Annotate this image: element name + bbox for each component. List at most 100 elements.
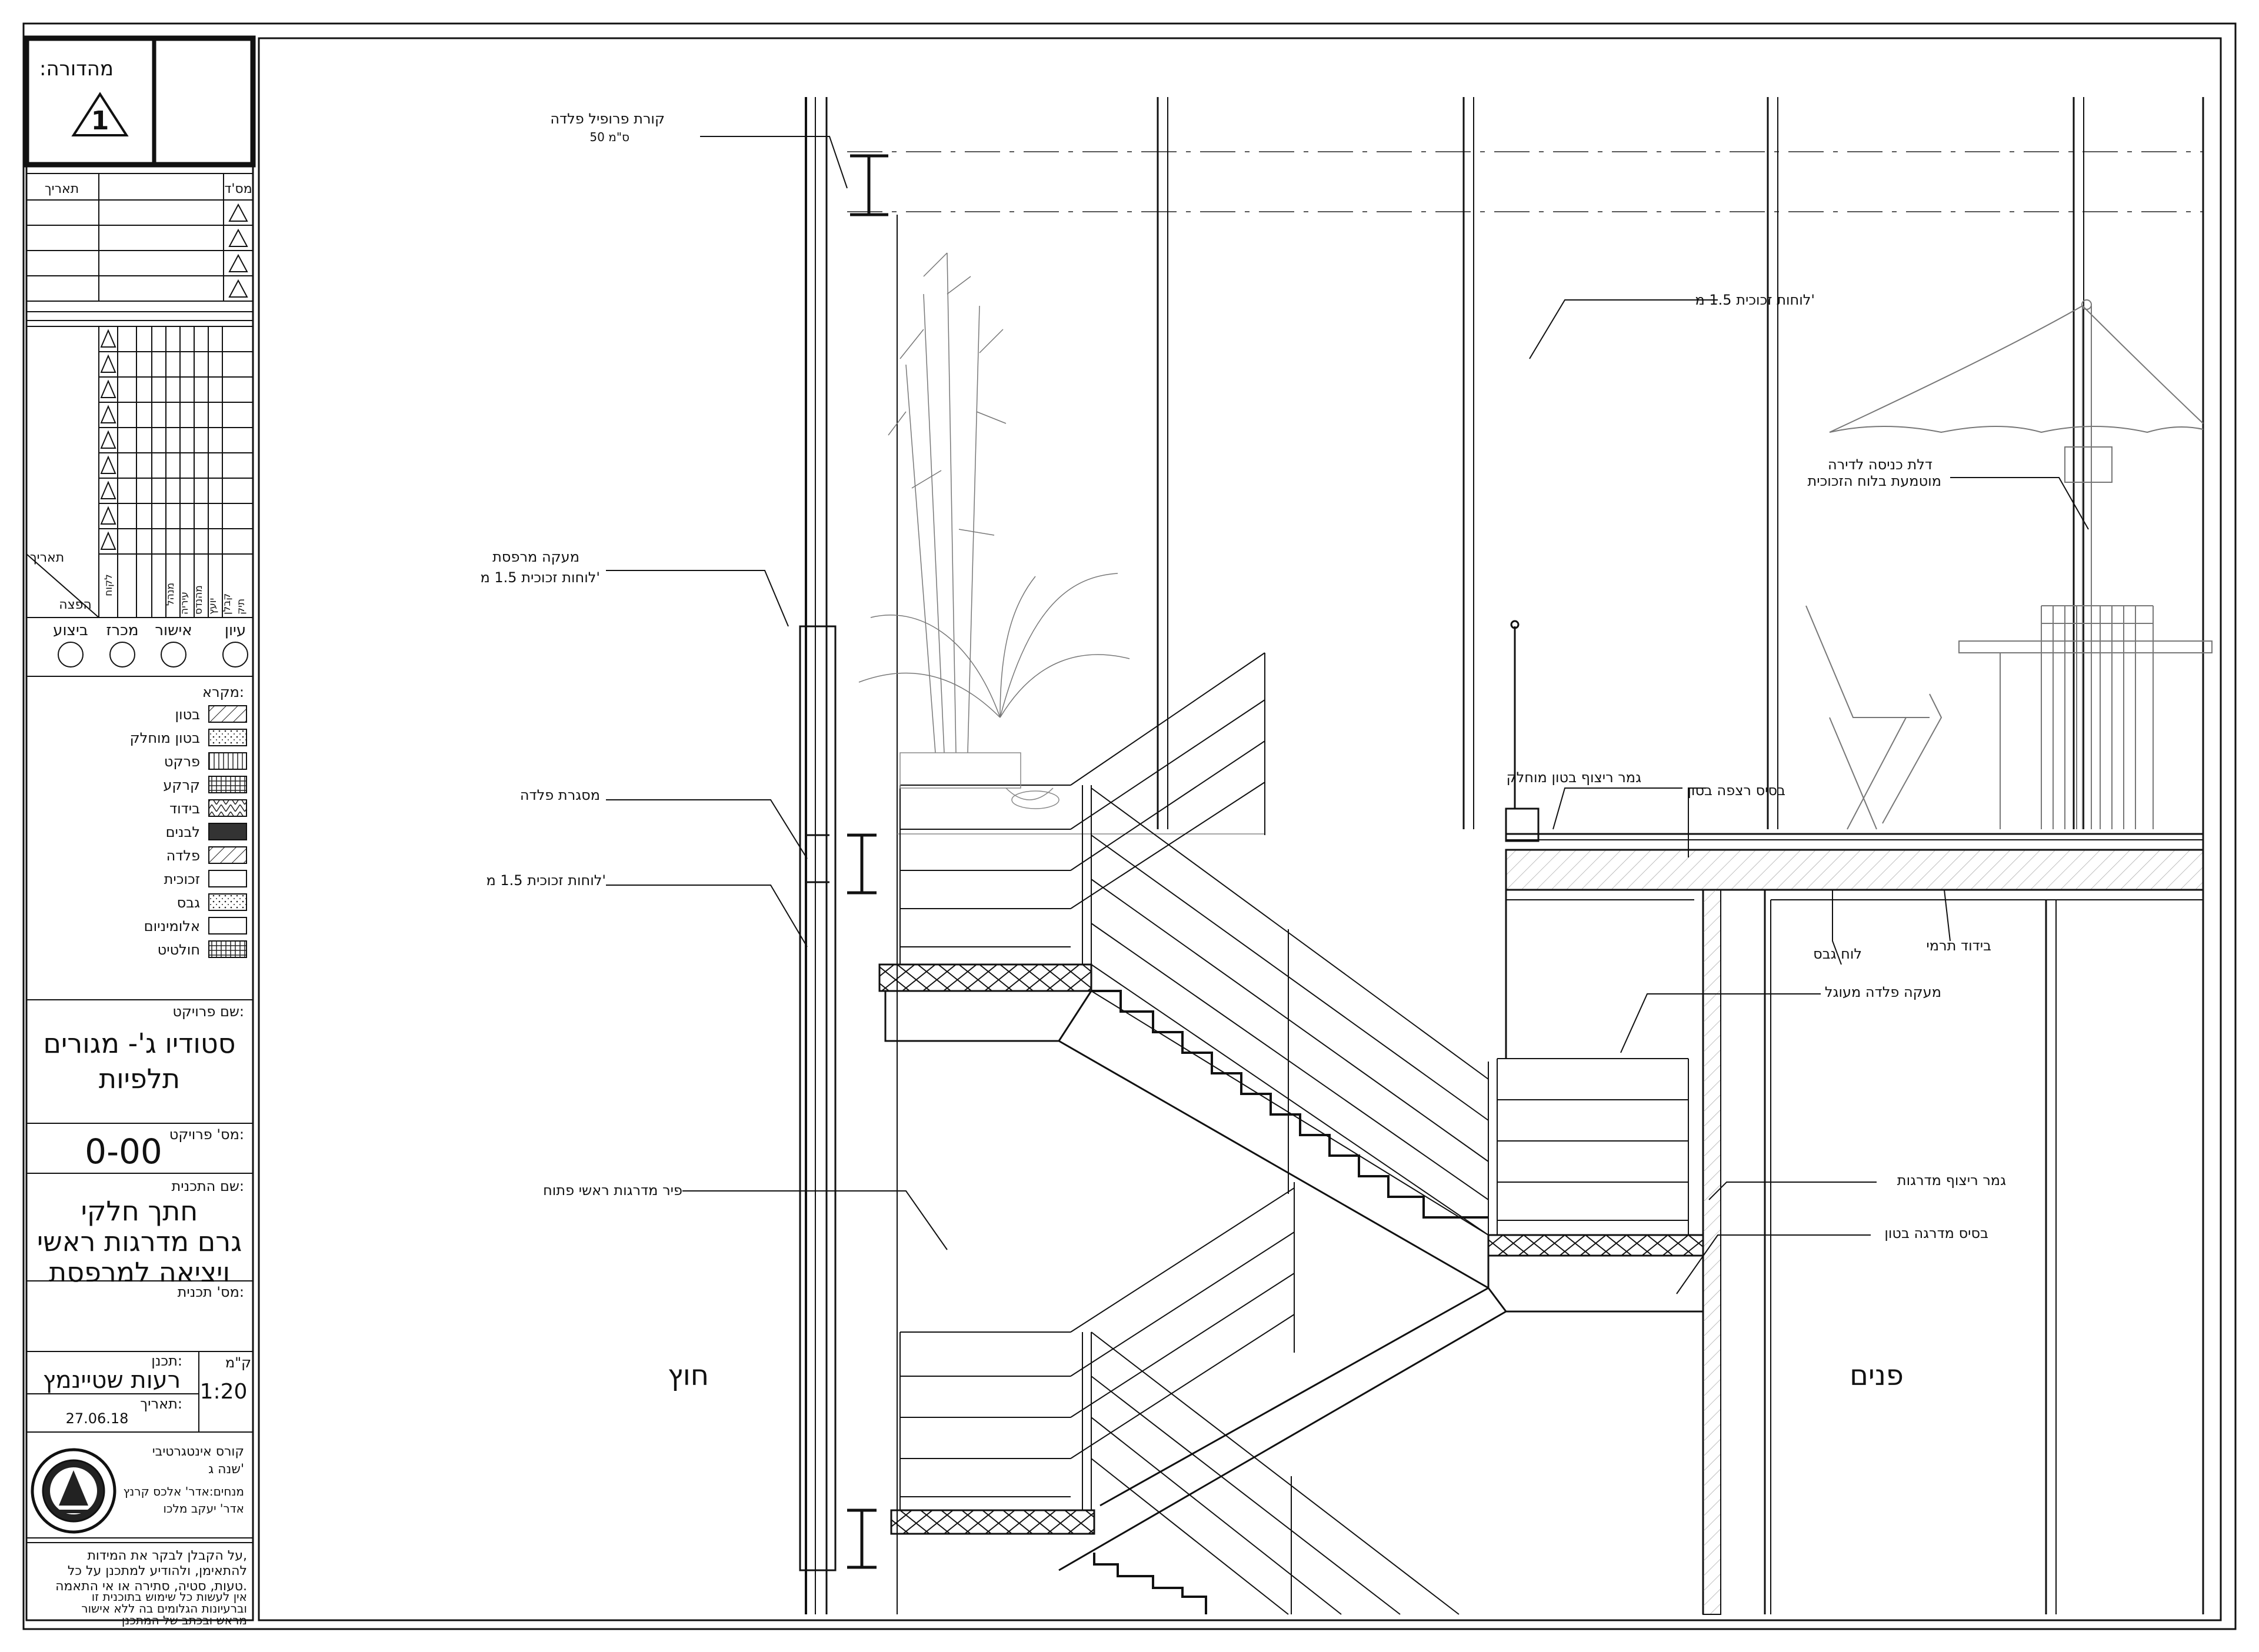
- revision-triangle-icon: [71, 92, 129, 136]
- sig-approval: אישור: [155, 622, 192, 639]
- umbrella-illustration: [1805, 299, 2213, 830]
- note-stair-finish: גמר ריצוף מדרגות: [1897, 1172, 2006, 1189]
- legend: מקרא: בטון בטון מוחלק פרקט קרקע בידוד לב…: [26, 684, 253, 1000]
- legend-steel-swatch: [208, 846, 247, 864]
- plan-name-line3: ויציאה למרפסת: [49, 1256, 230, 1288]
- balcony-glass-frame: [799, 625, 837, 1571]
- dist-col-municipality: עיריה: [179, 592, 191, 615]
- legend-parquet-swatch: [208, 752, 247, 770]
- note-balcony-railing-1: מעקה מרפסת: [492, 549, 579, 565]
- legend-bricks-label: לבנים: [166, 824, 200, 840]
- project-number-label: מס' פרויקט:: [169, 1126, 244, 1143]
- revision-box: [24, 35, 256, 168]
- note-floor-base: בסיס רצפה בטון: [1687, 782, 1785, 799]
- signature-row: עיון אישור מכרז ביצוע: [26, 622, 253, 677]
- sig-approval-circle[interactable]: [161, 642, 186, 668]
- section-drawing: [799, 97, 2213, 1615]
- note-steel-beam-1: קורת פרופיל פלדה: [550, 111, 665, 127]
- revision-number: 1: [91, 106, 109, 136]
- project-name-label: שם פרויקט:: [172, 1003, 244, 1020]
- legend-insulation-label: בידוד: [169, 800, 200, 817]
- leader-lines: [606, 136, 2089, 1294]
- steel-beam-mid: [847, 833, 877, 895]
- note-stair-base: בסיס מדרגה בטון: [1884, 1225, 1988, 1241]
- dist-col-file: תיק: [235, 599, 247, 615]
- dist-header-date: תאריך: [30, 550, 64, 565]
- plan-name-line2: גרם מדרגות ראשי: [37, 1226, 242, 1257]
- sig-tender: מכרז: [106, 622, 138, 639]
- legend-gypsum-swatch: [208, 893, 247, 911]
- plan-name-line1: חתך חלקי: [81, 1195, 198, 1227]
- revision-label: מהדורה:: [39, 57, 114, 81]
- scale-value: 1:20: [200, 1380, 248, 1404]
- rev-header-date: תאריך: [45, 182, 79, 196]
- steel-beam-bottom: [847, 1509, 877, 1569]
- lower-railing: [899, 1182, 1460, 1615]
- note-open-stair-well: פיר מדרגות ראשי פתוח: [543, 1182, 682, 1199]
- legend-concrete-swatch: [208, 705, 247, 723]
- revision-table: [26, 173, 253, 302]
- legend-smooth-concrete-swatch: [208, 729, 247, 746]
- dist-col-manager: מנהל: [165, 583, 176, 606]
- note-2b: וברעיונות הגלומים בה ללא אישור: [81, 1601, 247, 1616]
- project-name-line1: סטודיו ג'- מגורים: [43, 1027, 235, 1059]
- scale-label: ק"מ: [225, 1354, 251, 1371]
- legend-sand-swatch: [208, 940, 247, 958]
- steel-beam-top: [850, 154, 888, 216]
- drawing-frame: [258, 37, 2222, 1621]
- sig-execution-circle[interactable]: [58, 642, 84, 668]
- dist-col-consultant: יועץ: [207, 598, 219, 615]
- note-gypsum-board: לוח גבס: [1813, 946, 1862, 962]
- project-name-line2: תלפיות: [99, 1063, 180, 1094]
- lower-landing: [890, 1509, 1095, 1535]
- note-1b: להתאימן, ולהודיע למתכנן על כל: [68, 1564, 247, 1578]
- note-steel-frame: מסגרת פלדה: [520, 787, 600, 803]
- upper-landing: [878, 963, 1092, 992]
- note-glass-panels-top: לוחות זכוכית 1.5 מ': [1695, 292, 1815, 308]
- date-value: 27.06.18: [66, 1410, 129, 1427]
- label-inside: פנים: [1850, 1359, 1904, 1392]
- sig-review: עיון: [225, 622, 246, 639]
- plan-name-label: שם התכנית:: [171, 1178, 244, 1194]
- dist-col-engineer: מהנדס: [193, 585, 205, 615]
- rounded-railing: [1497, 1058, 1689, 1235]
- legend-smooth-concrete-label: בטון מוחלק: [130, 730, 200, 746]
- legend-concrete-label: בטון: [175, 706, 200, 723]
- sheet-outer-border: [22, 22, 2237, 1630]
- legend-aluminium-swatch: [208, 917, 247, 935]
- note-1c: טעות, סטיה, סתירה או אי התאמה.: [55, 1579, 247, 1594]
- course-line2: שנה ג': [208, 1462, 244, 1477]
- designer-name: רעות שטיינמץ: [43, 1367, 181, 1394]
- note-entrance-door-1: דלת כניסה לדירה: [1828, 456, 1933, 473]
- legend-steel-label: פלדה: [166, 847, 200, 864]
- lower-stair-flight: [1093, 1553, 1207, 1614]
- legend-aluminium-label: אלומיניום: [144, 918, 200, 935]
- legend-gypsum-label: גבס: [177, 895, 200, 911]
- rev-header-number: מס'ד: [224, 182, 252, 196]
- annotations: קורת פרופיל פלדה 50 ס"מ לוחות זכוכית 1.5…: [480, 111, 2006, 1392]
- note-entrance-door-2: מוטמעת בלוח הזכוכית: [1807, 473, 1941, 489]
- dist-header-distribution: הפצה: [59, 598, 92, 612]
- note-steel-beam-2: 50 ס"מ: [589, 130, 629, 144]
- dist-col-client: לקוח: [103, 574, 115, 596]
- note-rounded-railing: מעקה פלדה מעוגל: [1825, 984, 1941, 1000]
- floor-slab: [1505, 849, 2204, 891]
- mid-landing: [1487, 1234, 1704, 1257]
- legend-glass-swatch: [208, 870, 247, 887]
- plant-illustration: [858, 252, 1130, 809]
- dist-col-contractor: קבלן: [221, 593, 233, 615]
- institution-seal-icon: [31, 1448, 116, 1534]
- course-line3: מנחים:אדר' אלכס קרנץ: [124, 1484, 245, 1499]
- sig-review-circle[interactable]: [222, 642, 248, 668]
- distribution-table: [26, 311, 253, 618]
- sig-execution: ביצוע: [53, 622, 88, 639]
- legend-sand-label: חולטיט: [158, 942, 200, 958]
- date-label: תאריך:: [140, 1396, 182, 1412]
- note-2a: אין לעשות כל שימוש בתוכנית זו: [92, 1590, 247, 1604]
- designer-label: תכנן:: [151, 1353, 182, 1369]
- sig-tender-circle[interactable]: [109, 642, 135, 668]
- note-1a: על הקבלן לבקר את המידות,: [87, 1548, 247, 1563]
- plan-number-label: מס' תכנית:: [178, 1284, 244, 1300]
- legend-soil-label: קרקע: [163, 777, 200, 793]
